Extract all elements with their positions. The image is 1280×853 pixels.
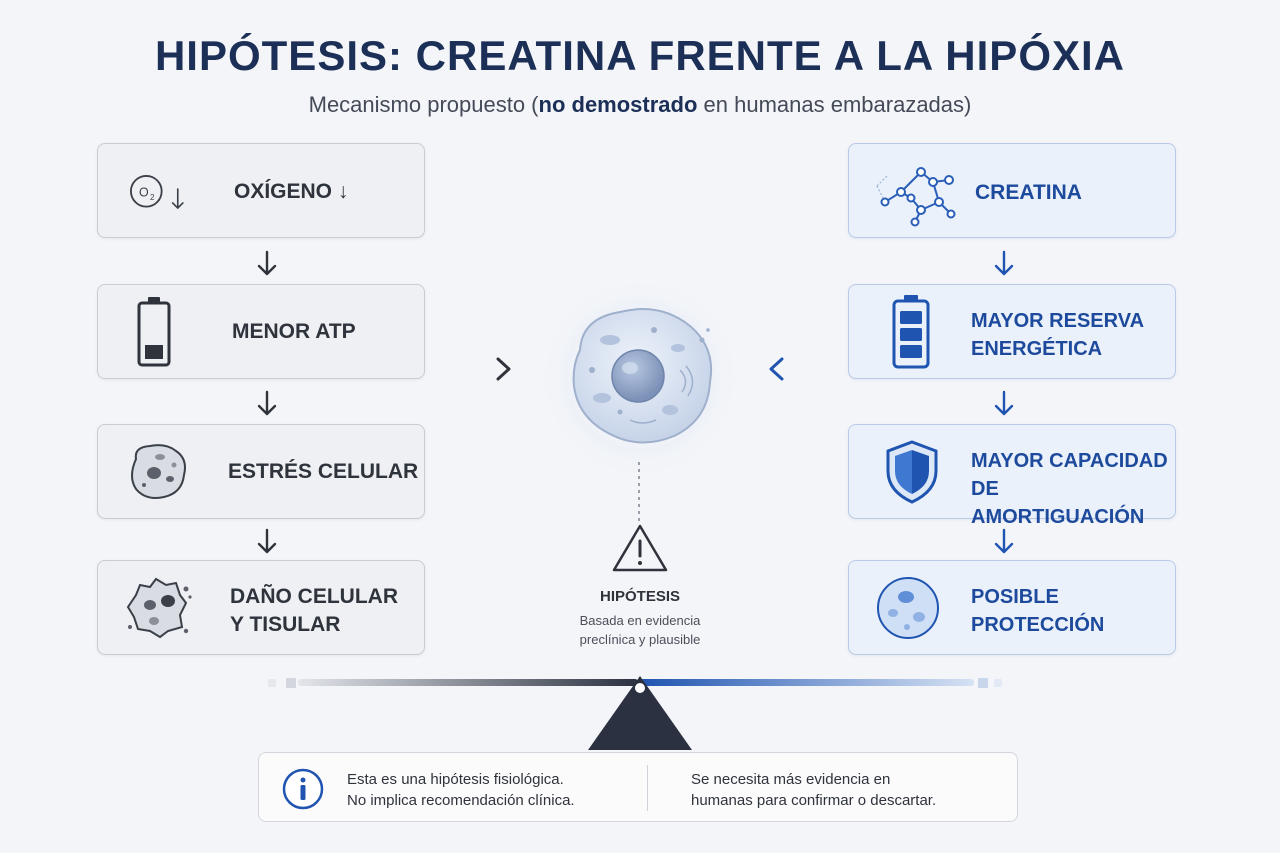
arrow-down-left-3 <box>257 528 277 554</box>
page-title: HIPÓTESIS: CREATINA FRENTE A LA HIPÓXIA <box>154 32 1126 79</box>
label-creatine: CREATINA <box>975 181 1082 204</box>
arrow-down-right-1 <box>994 250 1014 276</box>
hypothesis-title: HIPÓTESIS <box>599 588 681 605</box>
o2-subscript: 2 <box>150 193 155 202</box>
note-right-text: Se necesita más evidencia en humanas par… <box>691 769 936 811</box>
dotted-connector <box>638 462 640 522</box>
label-damage: DAÑO CELULAR Y TISULAR <box>230 583 398 639</box>
arrow-down-right-2 <box>994 390 1014 416</box>
arrow-down-left-1 <box>257 250 277 276</box>
box-buffer-capacity: MAYOR CAPACIDAD DE AMORTIGUACIÓN <box>848 424 1176 528</box>
label-protection: POSIBLE PROTECCIÓN <box>971 583 1104 639</box>
label-energy-reserve: MAYOR RESERVA ENERGÉTICA <box>971 307 1144 363</box>
box-damage: DAÑO CELULAR Y TISULAR <box>97 560 425 655</box>
note-divider <box>647 765 648 811</box>
molecule-icon <box>871 154 961 230</box>
box-protection: POSIBLE PROTECCIÓN <box>848 560 1176 655</box>
stressed-cell-icon <box>126 441 192 503</box>
info-icon <box>281 767 325 816</box>
box-oxygen: O 2 OXÍGENO ↓ <box>97 143 425 238</box>
box-atp: MENOR ATP <box>97 284 425 379</box>
arrow-down-right-3 <box>994 528 1014 554</box>
full-battery-icon <box>891 293 931 371</box>
subtitle-prefix: Mecanismo propuesto ( <box>308 92 539 117</box>
disclaimer-note: Esta es una hipótesis fisiológica. No im… <box>258 752 1018 822</box>
label-energy-line2: ENERGÉTICA <box>971 338 1103 360</box>
oxygen-o2-icon: O 2 <box>128 164 188 220</box>
cell-icon <box>530 270 750 490</box>
label-oxygen: OXÍGENO ↓ <box>234 180 349 203</box>
damaged-cell-icon <box>124 575 194 641</box>
note-left-line2: No implica recomendación clínica. <box>347 792 575 809</box>
hypothesis-subtitle: Basada en evidencia preclínica y plausib… <box>540 611 740 649</box>
shield-icon <box>883 439 941 505</box>
balance-scale <box>260 668 1020 758</box>
warning-triangle-icon <box>610 522 670 579</box>
label-protection-line1: POSIBLE <box>971 586 1059 608</box>
label-buffer-line2: DE AMORTIGUACIÓN <box>971 478 1145 528</box>
note-left-line1: Esta es una hipótesis fisiológica. <box>347 771 564 788</box>
hypothesis-line1: Basada en evidencia <box>579 613 701 628</box>
note-right-line2: humanas para confirmar o descartar. <box>691 792 937 809</box>
box-energy-reserve: MAYOR RESERVA ENERGÉTICA <box>848 284 1176 379</box>
label-atp: MENOR ATP <box>232 320 356 343</box>
subtitle-emphasis: no demostrado <box>538 92 698 117</box>
page-subtitle: Mecanismo propuesto (no demostrado en hu… <box>0 92 1280 118</box>
box-stress: ESTRÉS CELULAR <box>97 424 425 519</box>
healthy-cell-icon <box>873 573 943 643</box>
label-stress: ESTRÉS CELULAR <box>228 460 419 483</box>
label-protection-line2: PROTECCIÓN <box>971 614 1105 636</box>
low-battery-icon <box>136 295 172 369</box>
o2-symbol: O <box>139 185 149 199</box>
note-right-line1: Se necesita más evidencia en <box>691 771 891 788</box>
label-buffer-capacity: MAYOR CAPACIDAD DE AMORTIGUACIÓN <box>971 447 1175 531</box>
box-creatine: CREATINA <box>848 143 1176 238</box>
label-energy-line1: MAYOR RESERVA <box>971 310 1145 332</box>
arrow-left-to-center <box>436 357 511 381</box>
subtitle-suffix: en humanas embarazadas) <box>697 92 972 117</box>
label-damage-line2: Y TISULAR <box>230 613 341 636</box>
hypothesis-line2: preclínica y plausible <box>579 632 701 647</box>
note-left-text: Esta es una hipótesis fisiológica. No im… <box>347 769 575 811</box>
label-buffer-line1: MAYOR CAPACIDAD <box>971 450 1168 472</box>
arrow-right-to-center <box>769 357 844 381</box>
arrow-down-left-2 <box>257 390 277 416</box>
label-damage-line1: DAÑO CELULAR <box>230 585 398 608</box>
